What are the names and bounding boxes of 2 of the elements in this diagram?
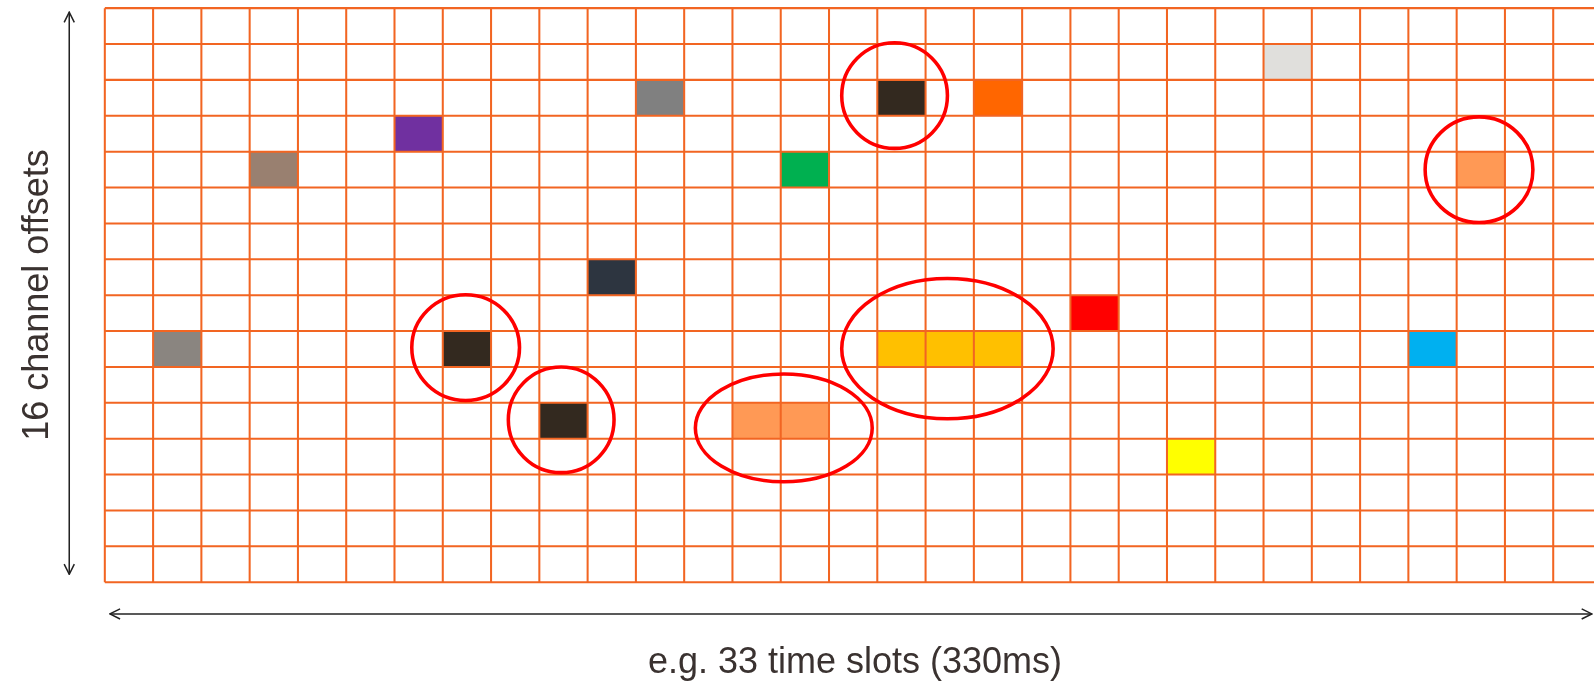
axis-label: 16 channel offsets: [18, 149, 54, 441]
axis-label: e.g. 33 time slots (330ms): [647, 643, 1063, 679]
